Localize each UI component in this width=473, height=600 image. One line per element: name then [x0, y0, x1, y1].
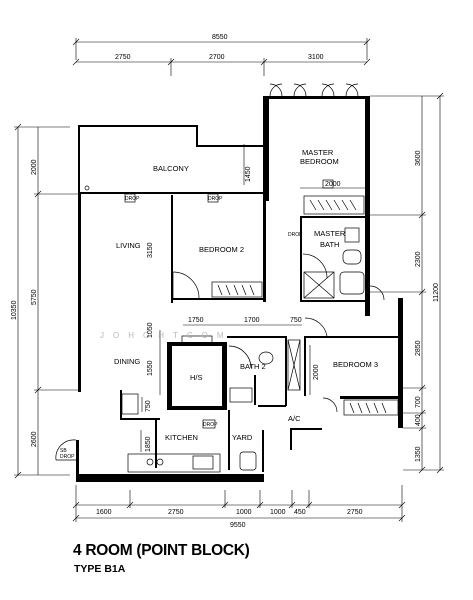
floor-plan: BALCONY MASTER BEDROOM LIVING BEDROOM 2 …	[11, 34, 444, 529]
dim-1750: 1750	[188, 317, 204, 324]
dim-750-left: 750	[145, 400, 152, 412]
drop-tag-kitchen: DROP	[203, 422, 218, 428]
room-master-bedroom-line2: BEDROOM	[300, 157, 339, 166]
dim-left-outer: 10350	[11, 300, 18, 320]
dim-1550: 1550	[147, 360, 154, 376]
drop-tag-entrance: DROP	[60, 454, 75, 460]
room-master-bath-line2: BATH	[320, 240, 339, 249]
dim-balcony-1450: 1450	[245, 166, 252, 182]
dim-right-outer: 11200	[433, 283, 440, 302]
room-living: LIVING	[116, 241, 141, 250]
room-bedroom-2: BEDROOM 2	[199, 245, 244, 254]
dim-bath-2000: 2000	[313, 364, 320, 380]
watermark: JOHOHTCOM	[100, 331, 233, 340]
dim-top-3: 3100	[308, 54, 324, 61]
room-balcony: BALCONY	[153, 164, 189, 173]
room-dining: DINING	[114, 357, 140, 366]
room-master-bath-line1: MASTER	[314, 229, 346, 238]
dim-right-6: 1350	[415, 446, 422, 462]
dimension-lines	[14, 38, 444, 522]
room-kitchen: KITCHEN	[165, 433, 198, 442]
dim-top-total: 8550	[212, 34, 228, 41]
room-bedroom-3: BEDROOM 3	[333, 360, 378, 369]
dim-1850: 1850	[145, 436, 152, 452]
dim-bottom-5: 450	[294, 509, 306, 516]
dim-bottom-4: 1000	[270, 509, 286, 516]
dim-top-1: 2750	[115, 54, 131, 61]
dim-wardrobe-2000: 2000	[325, 181, 341, 188]
drop-tag-bedroom2: DROP	[208, 196, 223, 202]
room-master-bedroom-line1: MASTER	[302, 148, 334, 157]
dim-right-3: 2850	[415, 340, 422, 356]
dim-left-3: 2600	[31, 431, 38, 447]
plan-subtitle: TYPE B1A	[74, 563, 126, 575]
dim-top-2: 2700	[209, 54, 225, 61]
dim-bottom-1: 1600	[96, 509, 112, 516]
dim-bottom-6: 2750	[347, 509, 363, 516]
sb-tag-entrance: SB	[60, 448, 67, 454]
dim-bottom-2: 2750	[168, 509, 184, 516]
room-yard: YARD	[232, 433, 253, 442]
dim-bottom-3: 1000	[236, 509, 252, 516]
dim-bottom-total: 9550	[230, 522, 246, 529]
plan-title: 4 ROOM (POINT BLOCK)	[73, 542, 250, 559]
dim-1050: 1050	[147, 322, 154, 338]
dim-750-top: 750	[290, 317, 302, 324]
dim-living-3150: 3150	[147, 242, 154, 258]
dim-left-1: 2000	[31, 159, 38, 175]
fixtures	[55, 83, 399, 473]
dim-1700: 1700	[244, 317, 260, 324]
dim-right-1: 3600	[415, 150, 422, 166]
room-ac: A/C	[288, 414, 301, 423]
dim-right-2: 2300	[415, 251, 422, 267]
room-hs: H/S	[190, 373, 203, 382]
dim-right-5: 400	[415, 414, 422, 426]
room-bath-2: BATH 2	[240, 362, 266, 371]
walls	[76, 96, 403, 482]
dim-left-2: 5750	[31, 289, 38, 305]
drop-tag-living: DROP	[125, 196, 140, 202]
dim-right-4: 700	[415, 396, 422, 408]
drop-tag-master-bath: DROP	[288, 232, 303, 238]
